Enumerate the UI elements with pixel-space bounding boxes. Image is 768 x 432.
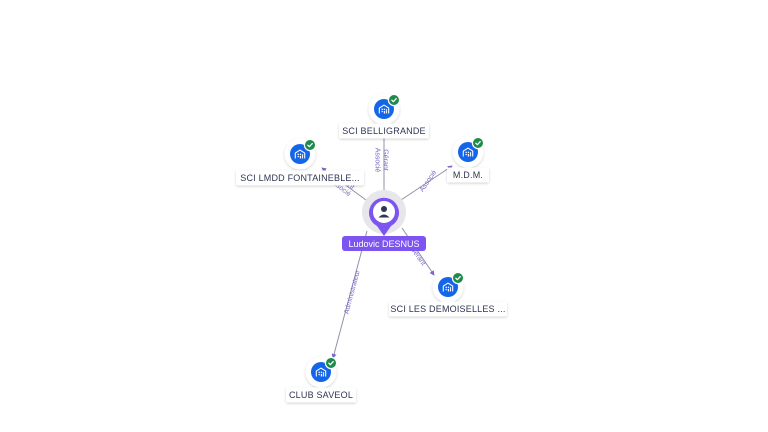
edge-role-label: Administrateur [343,269,362,315]
center-label-box [342,236,426,251]
company-name: SCI LES DEMOISELLES ... [390,304,505,314]
edge-line [401,227,435,276]
company-node-lmdd[interactable]: SCI LMDD FONTAINEBLE... [236,138,364,186]
person-icon [378,206,390,218]
edge-line [400,165,453,201]
company-label-box [286,387,356,403]
edge-role-line: Associé [419,169,439,193]
company-name: CLUB SAVEOL [289,390,353,400]
company-node-demoiselles[interactable]: SCI LES DEMOISELLES ... [389,271,507,317]
edge-role-line: Administrateur [343,269,362,315]
edge-role-label: GérantAssocié [374,148,389,173]
verified-check-icon [303,138,317,152]
center-person-node[interactable]: Ludovic DESNUS [342,190,426,251]
edge-demoiselles: Gérant [401,227,435,276]
company-node-saveol[interactable]: CLUB SAVEOL [286,356,356,403]
center-person-name: Ludovic DESNUS [348,239,419,249]
verified-check-icon [451,271,465,285]
verified-check-icon [324,356,338,370]
company-label-box [389,301,507,317]
company-label-box [236,170,364,186]
edge-role-line: Associé [374,148,381,173]
edge-role-label: Associé [419,169,439,193]
company-name: M.D.M. [453,170,483,180]
company-name: SCI BELLIGRANDE [342,126,426,136]
verified-check-icon [387,93,401,107]
company-node-mdm[interactable]: M.D.M. [447,136,489,183]
edge-belligrande: GérantAssocié [374,130,389,190]
edge-mdm: Associé [400,165,453,201]
verified-check-icon [471,136,485,150]
nodes-layer: SCI BELLIGRANDE SCI LMDD FONTAINEBLE... M.… [236,93,507,403]
company-label-box [447,167,489,183]
edge-line [331,230,368,359]
edge-role-line: Gérant [381,149,388,170]
company-node-belligrande[interactable]: SCI BELLIGRANDE [339,93,429,139]
company-name: SCI LMDD FONTAINEBLE... [240,173,359,183]
company-label-box [339,123,429,139]
